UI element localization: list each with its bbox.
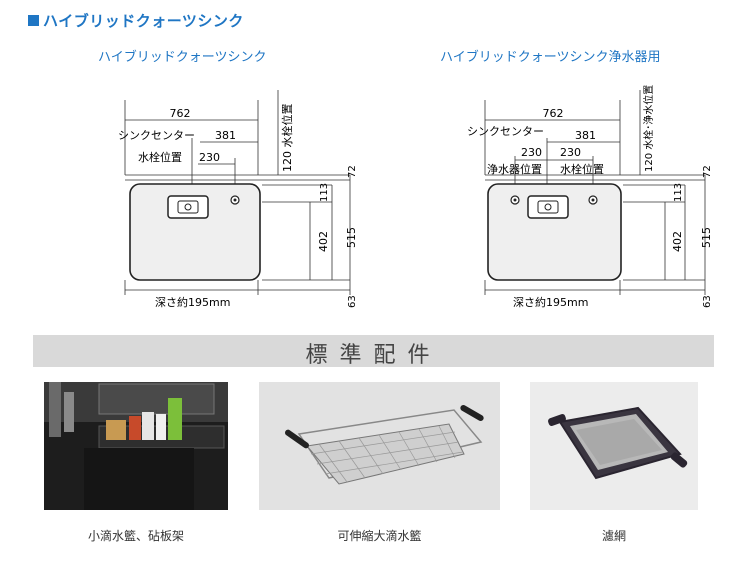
label-purifier: 浄水器位置 <box>487 162 542 176</box>
left-diagram-title: ハイブリッドクォーツシンク <box>98 50 267 65</box>
caption-drainer-shelf: 小滴水籃、砧板架 <box>87 529 184 543</box>
banner-title: 標準配件 <box>305 343 442 368</box>
dim-402: 402 <box>317 231 330 252</box>
dim-purifier: 230 <box>521 146 542 159</box>
dim-faucet: 230 <box>560 146 581 159</box>
dim-faucet-offset: 120 水栓･浄水位置 <box>642 85 655 172</box>
dim-515: 515 <box>700 227 713 248</box>
dim-width: 762 <box>170 107 191 120</box>
section-heading: ハイブリッドクォーツシンク <box>28 10 244 31</box>
dim-faucet: 230 <box>199 151 220 164</box>
label-sink-center: シンクセンター <box>467 125 544 138</box>
right-diagram-title: ハイブリッドクォーツシンク浄水器用 <box>440 50 661 65</box>
label-faucet: 水栓位置 <box>138 150 182 164</box>
caption-strainer: 濾網 <box>601 529 626 543</box>
dim-faucet-offset: 120 水栓位置 <box>280 104 294 173</box>
drain-outline <box>167 195 209 219</box>
dim-width: 762 <box>543 107 564 120</box>
dim-113: 113 <box>319 183 330 202</box>
label-sink-center: シンクセンター <box>118 129 195 142</box>
section-heading-text: ハイブリッドクォーツシンク <box>43 12 244 30</box>
dim-515: 515 <box>345 227 358 248</box>
drainer-shelf-photo <box>44 382 228 510</box>
depth-label: 深さ約195mm <box>155 295 230 309</box>
label-faucet: 水栓位置 <box>560 162 604 176</box>
dim-63: 63 <box>702 295 713 308</box>
left-sink-diagram: 762 シンクセンター 381 水栓位置 230 120 水栓位置 72 113… <box>118 90 358 309</box>
sink-bowl-outline <box>487 183 622 281</box>
right-sink-diagram: 762 シンクセンター 381 230 230 浄水器位置 水栓位置 120 水… <box>467 85 713 309</box>
dim-sink-center: 381 <box>575 129 596 142</box>
dim-72: 72 <box>702 165 713 178</box>
expandable-basket-photo <box>259 382 500 510</box>
caption-expandable-basket: 可伸縮大滴水籃 <box>337 529 422 543</box>
accessories-banner: 標準配件 <box>33 335 714 368</box>
square-bullet-icon <box>28 15 39 26</box>
strainer-photo <box>530 382 698 510</box>
drain-outline <box>527 195 569 219</box>
dim-402: 402 <box>671 231 684 252</box>
dim-sink-center: 381 <box>215 129 236 142</box>
dim-72: 72 <box>347 165 358 178</box>
depth-label: 深さ約195mm <box>513 295 588 309</box>
dim-63: 63 <box>347 295 358 308</box>
dim-113: 113 <box>673 183 684 202</box>
sink-bowl-outline <box>129 183 261 281</box>
